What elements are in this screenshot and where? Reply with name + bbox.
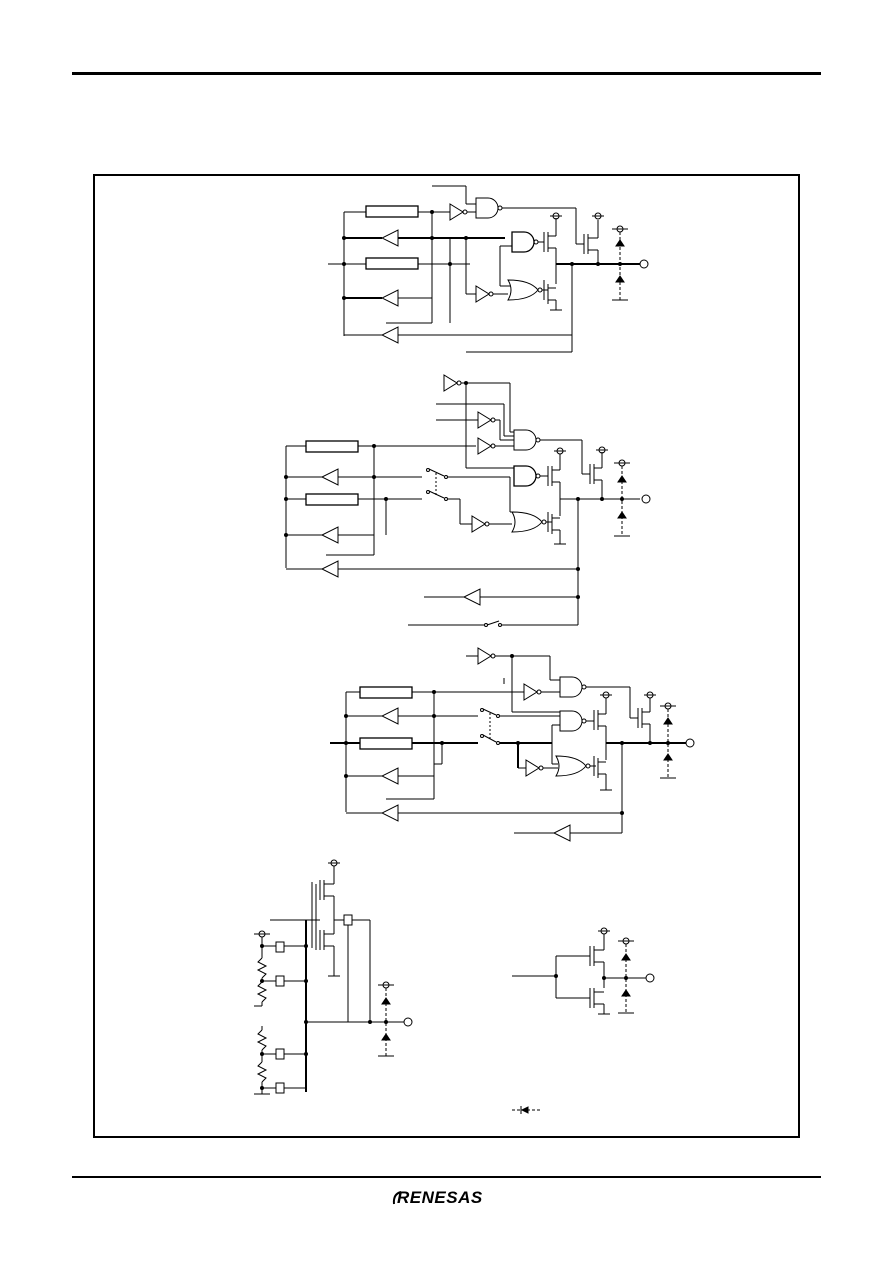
switch-box-1: [343, 914, 353, 926]
switch-box-3: [275, 975, 285, 987]
circuit-block-4: [254, 859, 413, 1095]
renesas-swoosh-icon: [392, 1191, 402, 1205]
nand-gate-5: [559, 676, 583, 698]
switch-box-2: [275, 941, 285, 953]
nand-gate-1: [475, 197, 499, 219]
latch-register-5: [359, 686, 413, 699]
latch-register-3: [305, 440, 359, 453]
schmitt-buffer-2: [552, 824, 571, 842]
pin-terminal-2: [641, 494, 651, 504]
latch-register-6: [359, 737, 413, 750]
buffer-left-9: [380, 804, 399, 822]
resistor-icon: [256, 957, 268, 979]
pin-terminal-4: [403, 1017, 413, 1027]
switch-box-5: [275, 1082, 285, 1094]
pin-terminal-5: [645, 973, 655, 983]
latch-register-2: [365, 257, 419, 270]
nor-gate-2: [511, 511, 543, 533]
nor-gate-1: [507, 279, 539, 301]
inverter-7: [477, 647, 492, 665]
inverter-1: [449, 203, 464, 221]
figure-frame: [93, 174, 800, 1138]
nand-gate-4: [513, 465, 537, 487]
brand-logo-text: RENESAS: [397, 1188, 483, 1207]
switch-box-4: [275, 1048, 285, 1060]
inverter-9: [525, 759, 540, 777]
pin-terminal-1: [639, 259, 649, 269]
buffer-left-3: [380, 326, 399, 344]
buffer-left-6: [320, 560, 339, 578]
buffer-left-1: [380, 229, 399, 247]
nand-gate-3: [513, 429, 537, 451]
diode-dashed-icon: [512, 1106, 540, 1114]
circuit-block-3: [330, 647, 695, 842]
circuit-block-2: [284, 374, 651, 627]
inverter-3: [443, 374, 458, 392]
inverter-4: [477, 411, 492, 429]
nand-gate-6: [559, 710, 583, 732]
circuit-block-5: [512, 927, 655, 1015]
inverter-8: [523, 683, 538, 701]
latch-register-4: [305, 493, 359, 506]
circuit-block-1: [328, 185, 649, 353]
footer-rule: [72, 1176, 821, 1178]
inverter-5: [477, 437, 492, 455]
buffer-left-7: [380, 707, 399, 725]
inverter-6: [471, 515, 486, 533]
latch-register-1: [365, 205, 419, 218]
buffer-left-4: [320, 468, 339, 486]
buffer-left-2: [380, 289, 399, 307]
nor-gate-3: [555, 755, 587, 777]
diode-icon: [615, 239, 625, 247]
renesas-logo: RENESAS: [391, 1187, 501, 1209]
buffer-left-8: [380, 767, 399, 785]
pin-terminal-3: [685, 738, 695, 748]
inverter-2: [475, 285, 490, 303]
header-rule: [72, 72, 821, 75]
schmitt-buffer-1: [462, 588, 481, 606]
nand-gate-2: [511, 231, 535, 253]
buffer-left-5: [320, 526, 339, 544]
